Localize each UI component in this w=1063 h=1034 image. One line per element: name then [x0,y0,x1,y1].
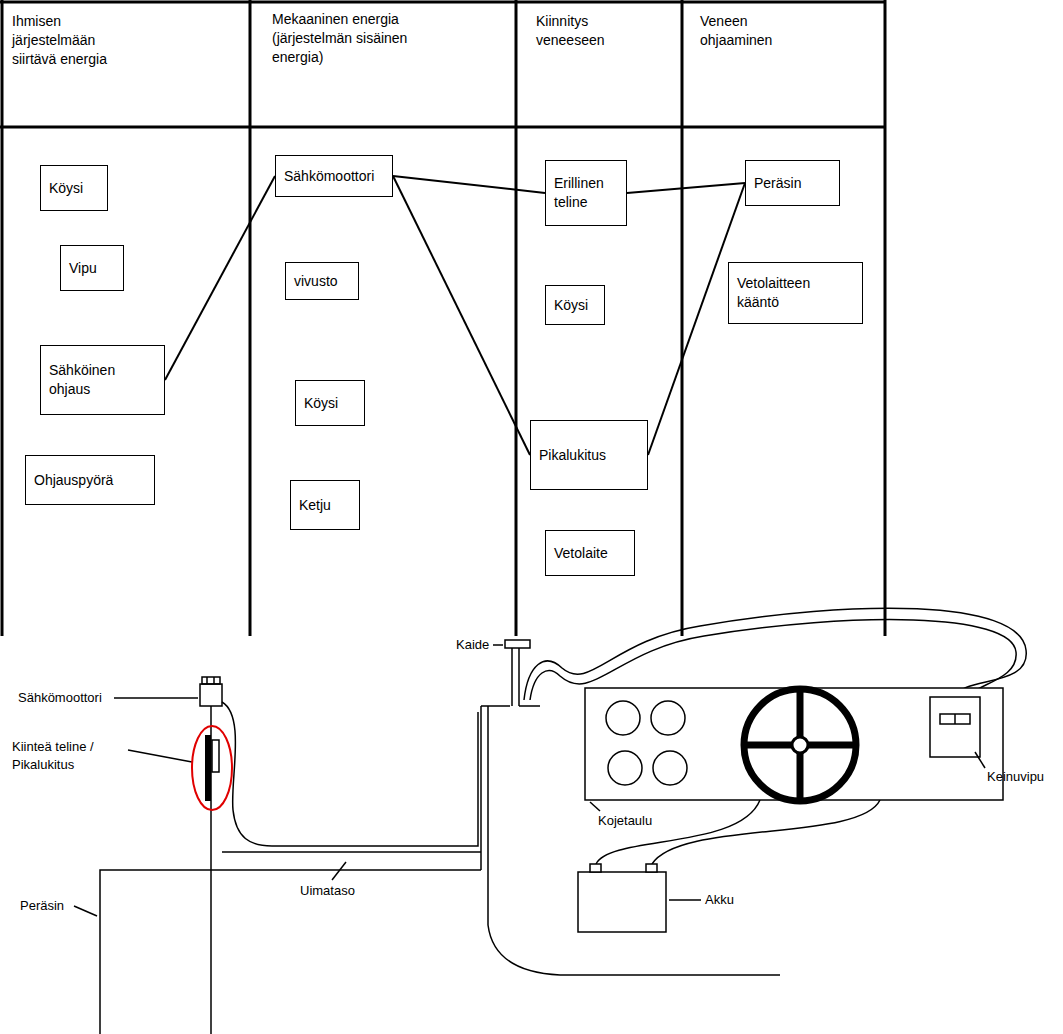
motor-detail [213,677,215,684]
option-box: Peräsin [745,160,840,206]
control-cable [524,608,1026,700]
part-label: Uimataso [300,882,355,900]
rocker-switch [954,714,956,724]
option-text: Vetolaite [554,544,626,563]
rocker-switch [940,714,970,724]
transom-line [480,706,482,870]
option-box: Vetolaite [545,530,635,576]
table-line [0,1,886,4]
table-line [1,0,4,636]
battery-cable [652,800,880,864]
part-label: Sähkömoottori [18,689,102,707]
railing-post [511,648,513,706]
motor-detail [206,677,208,684]
option-box: Erillinen teline [545,160,627,226]
option-box: Ketju [290,480,360,530]
table-line [515,0,518,636]
column-header: Ihmisen järjestelmään siirtävä energia [12,12,132,69]
leader-line [669,899,701,901]
motor-cable [222,702,478,846]
option-box: vivusto [285,262,359,300]
mount-bar [205,735,211,801]
gauge [606,701,640,735]
connector-line [627,183,745,193]
motor-body [200,684,222,706]
leader-line [114,697,198,699]
part-label: Kaide [456,636,489,654]
platform-line [222,851,481,853]
connector-line [393,176,530,455]
option-box: Vipu [60,245,124,291]
gauge [608,751,642,785]
option-box: Köysi [545,285,605,325]
option-text: Sähkömoottori [284,167,384,186]
option-text: Peräsin [754,174,831,193]
option-text: Pikalukitus [539,446,639,465]
railing-top [505,640,530,648]
option-box: Pikalukitus [530,420,648,490]
leader-line [74,906,97,916]
option-text: Erillinen teline [554,174,618,212]
leader-line [493,644,503,646]
column-header: Veneen ohjaaminen [700,12,810,50]
option-text: Vipu [69,259,115,278]
option-text: vivusto [294,272,350,291]
battery [578,872,666,932]
table-line [249,0,252,636]
part-label: Akku [705,891,734,909]
option-text: Ohjauspyörä [34,471,146,490]
steering-wheel [744,689,856,801]
column-header: Mekaaninen energia (järjestelmän sisäine… [272,10,410,67]
leader-line [332,862,346,880]
option-text: Köysi [554,296,596,315]
leader-line [128,750,192,762]
option-box: Köysi [40,165,108,211]
mount-bracket [212,740,219,772]
part-label: Kojetaulu [598,812,652,830]
leader-line [975,752,985,768]
option-text: Vetolaitteen kääntö [737,274,854,312]
motor-cap [202,677,220,684]
option-box: Sähkömoottori [275,155,393,197]
battery-cable [596,800,760,864]
option-box: Vetolaitteen kääntö [728,262,863,324]
option-box: Sähköinen ohjaus [40,345,165,415]
battery-terminal [590,864,601,872]
column-header: Kiinnitys veneeseen [536,12,646,50]
platform-line [211,869,481,871]
option-text: Sähköinen ohjaus [49,361,156,399]
wheel-hub [792,737,808,753]
part-label: Kiinteä teline / Pikalukitus [12,738,127,773]
table-line [884,0,887,636]
railing-post [518,648,520,706]
battery-terminal [646,864,657,872]
connector-line [165,176,275,380]
option-box: Ohjauspyörä [25,455,155,505]
option-box: Köysi [295,380,365,426]
table-line [0,126,886,129]
table-line [681,0,684,636]
dashboard [585,688,1003,800]
connector-line [393,176,545,193]
highlight-ellipse [192,726,232,810]
part-label: Keinuvipu [987,768,1044,786]
rudder-outline [100,870,211,1034]
option-text: Köysi [49,179,99,198]
gauge [651,701,685,735]
gauge [653,751,687,785]
option-text: Ketju [299,496,351,515]
option-text: Köysi [304,394,356,413]
leader-line [590,802,600,811]
rocker-switch-box [930,697,980,757]
part-label: Peräsin [20,897,64,915]
